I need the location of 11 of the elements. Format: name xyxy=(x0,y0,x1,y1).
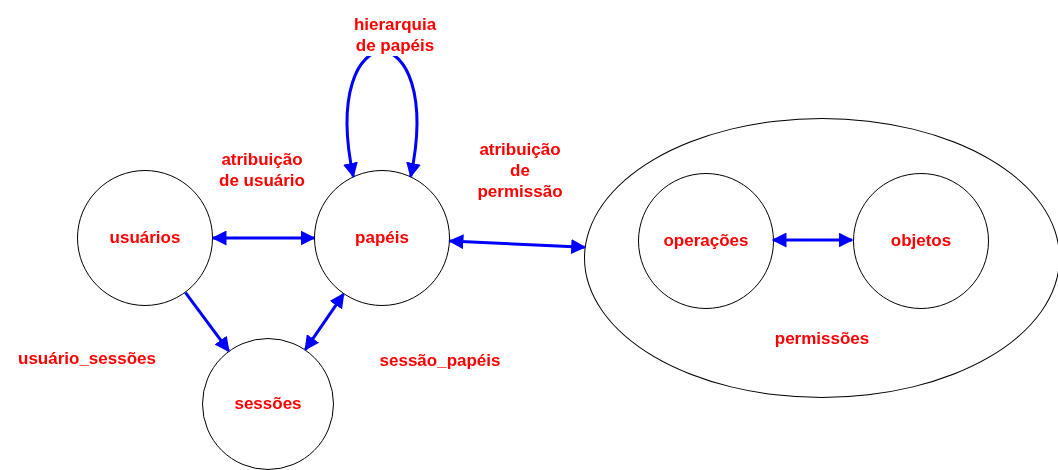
node-label: objetos xyxy=(889,231,953,251)
node-label: permissões xyxy=(773,328,871,349)
node-label: sessões xyxy=(233,394,303,414)
arrow xyxy=(448,234,587,255)
arrow xyxy=(771,232,854,248)
arrow xyxy=(184,291,230,353)
arrow xyxy=(304,292,345,351)
node-label: papéis xyxy=(354,228,410,248)
node-label: usuários xyxy=(108,228,182,248)
node-label: operações xyxy=(662,231,750,251)
arrow xyxy=(211,230,316,246)
